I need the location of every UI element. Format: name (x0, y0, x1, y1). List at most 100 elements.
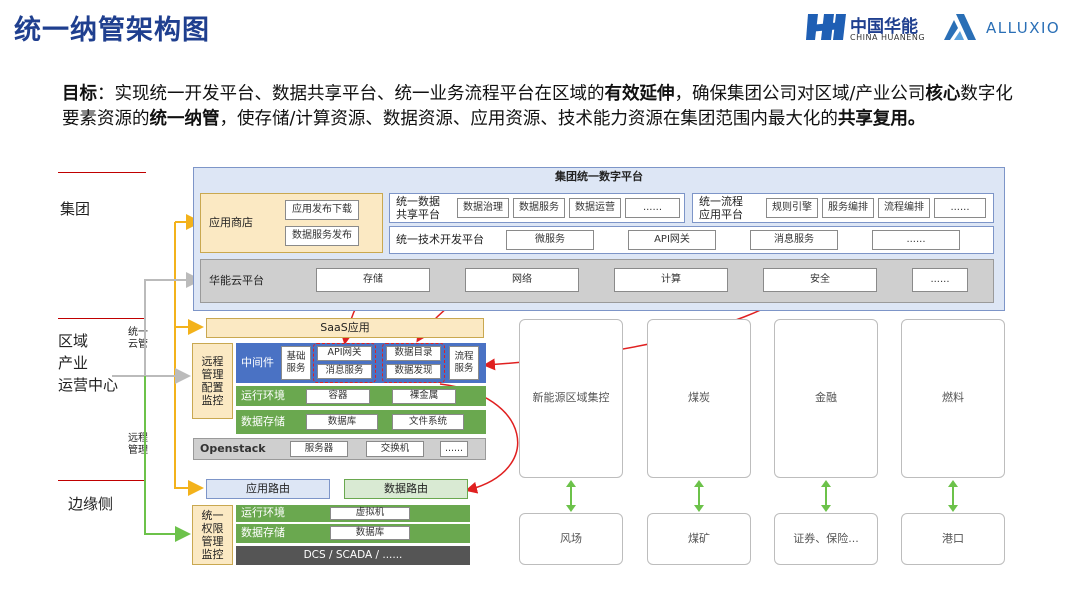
goal-label: 目标 (62, 84, 97, 104)
dashed-group (313, 343, 376, 383)
tier-region: 区域 产业 运营中心 (58, 330, 118, 396)
industry-site-box: 风场 (519, 513, 623, 565)
remote-mgmt-line: 配置 (201, 381, 224, 394)
flow-platform-label: 统一流程 应用平台 (699, 195, 743, 221)
page-title: 统一纳管架构图 (14, 15, 210, 46)
data-share-line: 共享平台 (396, 208, 440, 221)
goal-bold: 有效延伸 (604, 84, 675, 104)
compute-box: 计算 (614, 268, 728, 292)
database-box: 数据库 (306, 414, 378, 430)
base-service-box: 基础 服务 (281, 346, 311, 380)
perm-mgmt-line: 监控 (201, 548, 224, 561)
tier-edge: 边缘侧 (68, 495, 114, 513)
edge-database-box: 数据库 (330, 526, 410, 540)
data-share-line: 统一数据 (396, 195, 440, 208)
perm-mgmt-line: 统一 (201, 509, 224, 522)
cloud-platform-label: 华能云平台 (209, 273, 264, 287)
dcs-scada-row: DCS / SCADA / ...... (236, 546, 470, 565)
goal-bold: 统一纳管 (149, 109, 220, 129)
perm-mgmt-label: 统一 权限 管理 监控 (202, 509, 224, 561)
perm-mgmt-box: 统一 权限 管理 监控 (192, 505, 233, 565)
region-message-service-box: 消息服务 (317, 364, 372, 379)
api-gateway-box: API网关 (628, 230, 716, 250)
flow-platform-line: 应用平台 (699, 208, 743, 221)
connector-label-line: 远程 (128, 433, 148, 444)
saas-app: SaaS应用 (206, 318, 484, 338)
goal-bold: 共享复用。 (837, 109, 926, 129)
remote-mgmt-line: 管理 (201, 368, 224, 381)
base-service-line: 服务 (286, 363, 306, 374)
file-system-box: 文件系统 (392, 414, 464, 430)
industry-box: 金融 (774, 319, 878, 478)
remote-mgmt-label: 远程 管理 配置 监控 (202, 355, 224, 407)
edge-runtime-label: 运行环境 (241, 506, 285, 520)
dev-platform-label: 统一技术开发平台 (396, 232, 484, 246)
flow-service-label: 流程 服务 (454, 351, 473, 375)
dashed-group (382, 343, 445, 383)
middleware-label: 中间件 (241, 355, 274, 369)
base-service-line: 基础 (286, 351, 306, 362)
industry-site-box: 港口 (901, 513, 1005, 565)
tier-divider (58, 480, 146, 481)
industry-site-box: 煤矿 (647, 513, 751, 565)
flow-orchestration-box: 流程编排 (878, 198, 930, 218)
more-box: ...... (625, 198, 680, 218)
rule-engine-box: 规则引擎 (766, 198, 818, 218)
region-api-gateway-box: API网关 (317, 346, 372, 361)
industry-box: 新能源区域集控 (519, 319, 623, 478)
data-storage-label: 数据存储 (241, 414, 285, 428)
goal-bold: 核心 (925, 84, 961, 104)
more-box: ...... (934, 198, 986, 218)
flow-service-box: 流程 服务 (449, 346, 479, 380)
vm-box: 虚拟机 (330, 507, 410, 520)
switch-box: 交换机 (366, 441, 424, 457)
double-arrow-icon (821, 480, 831, 512)
tier-region-l2: 产业 (58, 354, 89, 372)
perm-mgmt-line: 权限 (201, 522, 224, 535)
openstack-label: Openstack (200, 441, 266, 455)
network-box: 网络 (465, 268, 579, 292)
runtime-label: 运行环境 (241, 388, 285, 402)
double-arrow-icon (948, 480, 958, 512)
more-box: ...... (440, 441, 468, 457)
data-discovery-box: 数据发现 (386, 364, 441, 379)
flow-service-line: 流程 (454, 351, 474, 362)
yellow-connector (174, 222, 204, 496)
remote-mgmt-line: 监控 (201, 394, 224, 407)
more-box: ...... (912, 268, 968, 292)
alluxio-logo-icon (944, 14, 976, 40)
data-service-publish-box: 数据服务发布 (285, 226, 359, 246)
data-service-box: 数据服务 (513, 198, 565, 218)
goal-part: ：实现统一开发平台、数据共享平台、统一业务流程平台在区域的 (97, 84, 605, 104)
bare-metal-box: 裸金属 (392, 389, 456, 404)
edge-data-storage-label: 数据存储 (241, 526, 285, 540)
service-orchestration-box: 服务编排 (822, 198, 874, 218)
connector-label-remote: 远程 管理 (128, 433, 148, 457)
connector-label-unified: 统一 云管 (128, 327, 148, 351)
industry-box: 燃料 (901, 319, 1005, 478)
data-ops-box: 数据运营 (569, 198, 621, 218)
microservice-box: 微服务 (506, 230, 594, 250)
tier-group: 集团 (60, 200, 91, 218)
goal-part: ，使存储/计算资源、数据资源、应用资源、技术能力资源在集团范围内最大化的 (219, 109, 838, 129)
server-box: 服务器 (290, 441, 348, 457)
data-share-label: 统一数据 共享平台 (396, 195, 440, 221)
remote-mgmt-box: 远程 管理 配置 监控 (192, 343, 233, 419)
double-arrow-icon (566, 480, 576, 512)
flow-service-line: 服务 (454, 363, 474, 374)
tier-region-l1: 区域 (58, 332, 89, 350)
group-platform-title: 集团统一数字平台 (555, 169, 643, 183)
perm-mgmt-line: 管理 (201, 535, 224, 548)
goal-part: 数字化要素资源的 (62, 84, 1013, 129)
data-catalog-box: 数据目录 (386, 346, 441, 361)
huaneng-logo: 中国华能 CHINA HUANENG (806, 12, 946, 44)
tier-region-l3: 运营中心 (58, 376, 119, 394)
flow-platform-line: 统一流程 (699, 195, 743, 208)
goal-text: 目标：实现统一开发平台、数据共享平台、统一业务流程平台在区域的有效延伸，确保集团… (62, 82, 1022, 132)
huaneng-en: CHINA HUANENG (850, 33, 926, 42)
container-box: 容器 (306, 389, 370, 404)
app-publish-box: 应用发布下载 (285, 200, 359, 220)
huaneng-cn: 中国华能 (850, 17, 918, 37)
connector-label-line: 云管 (128, 339, 148, 350)
alluxio-logo: ALLUXIO (944, 12, 1074, 44)
